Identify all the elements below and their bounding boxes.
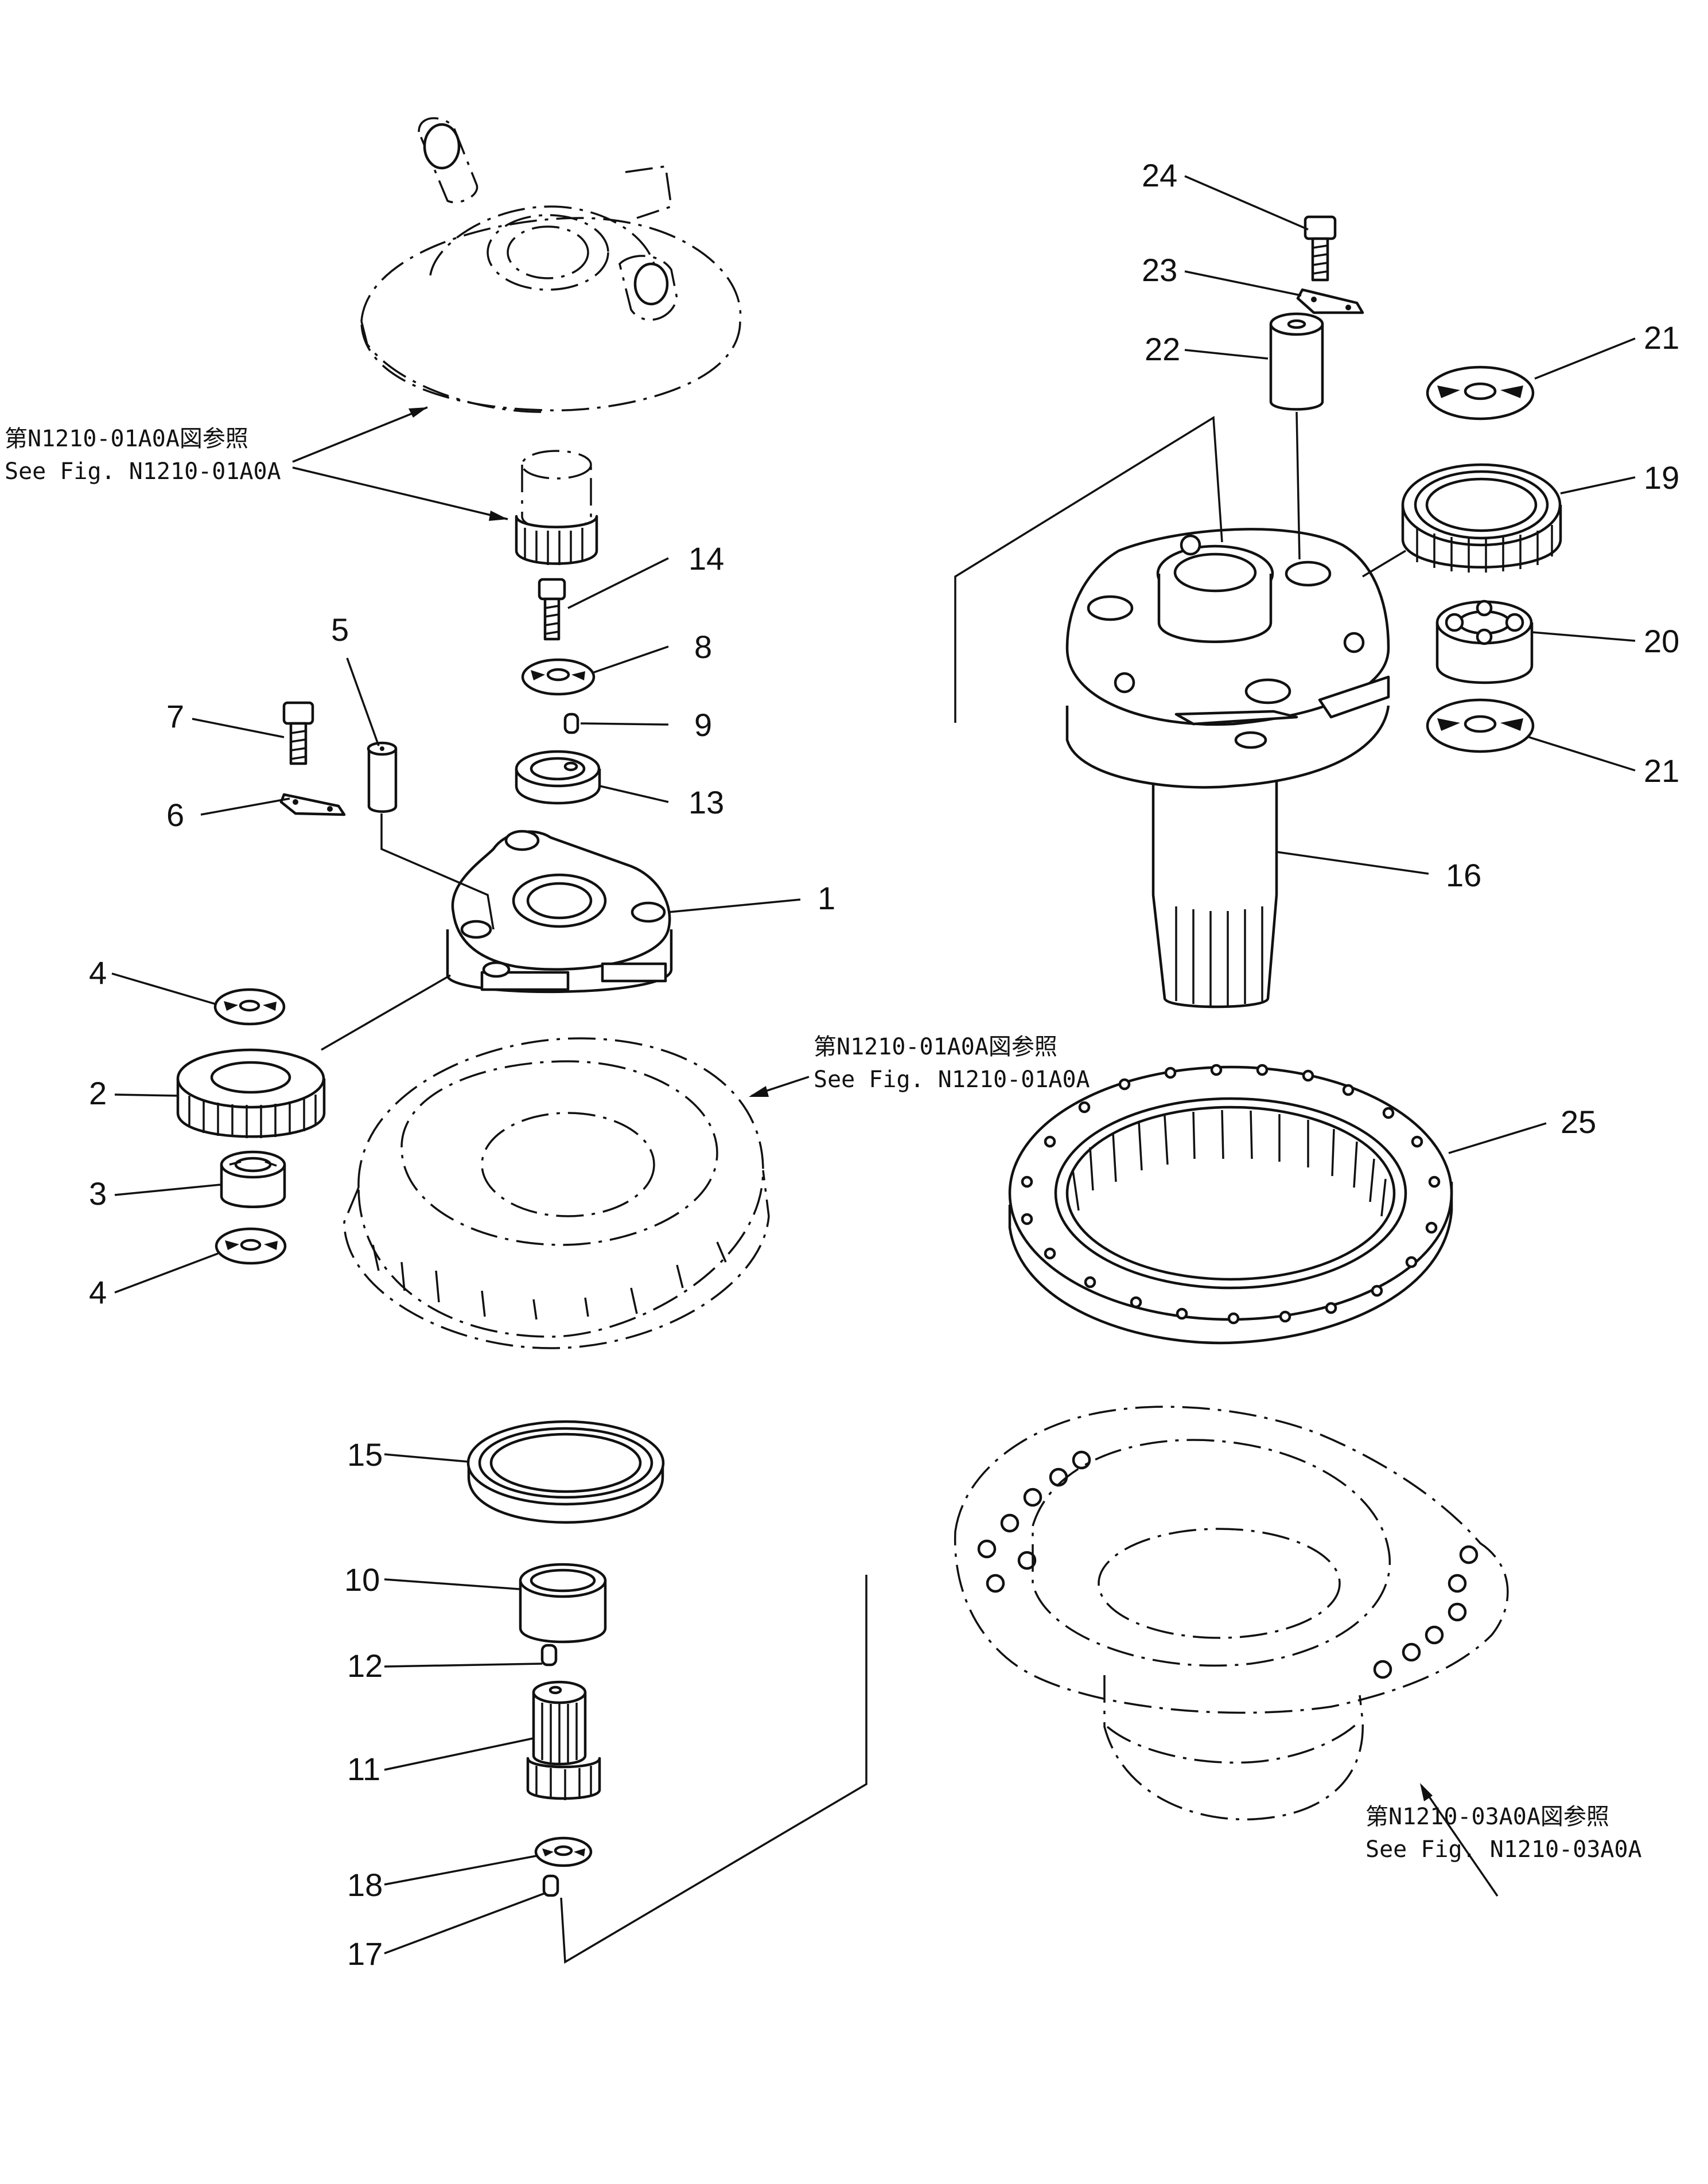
callout-8: 8 [694,629,712,665]
ball-bearing-15-part [466,1420,665,1524]
callout-22: 22 [1145,331,1180,367]
needle-bearing-3-part [220,1150,286,1208]
bolt-24-part [1304,215,1337,282]
callout-16: 16 [1446,857,1481,893]
ring-13-part [515,750,601,805]
callout-19: 19 [1644,460,1679,496]
planet-carrier-1-part [446,830,673,994]
callout-labels: 1 2 3 4 4 5 6 7 8 9 10 11 12 13 14 15 16… [89,157,1679,1972]
reference-en: See Fig. N1210-01A0A [5,458,281,485]
callout-4-upper: 4 [89,955,107,991]
callout-23: 23 [1142,252,1177,288]
pin-12-part [540,1644,558,1667]
sleeve-10-part [519,1563,607,1644]
lock-plate-6-part [279,793,346,816]
sun-gear-11-part [526,1680,601,1800]
reference-en: See Fig. N1210-03A0A [1365,1836,1642,1863]
callout-11: 11 [347,1751,380,1787]
ring-gear-housing-part [343,1037,770,1349]
bolt-14-part [538,578,566,641]
planet-carrier-16-part [1065,528,1390,1009]
callout-5: 5 [331,612,349,648]
callout-12: 12 [347,1648,383,1684]
leader-lines [111,175,1636,1964]
pin-9-part [563,713,579,734]
thrust-washer-8-part [521,658,596,696]
callout-21-upper: 21 [1644,320,1679,356]
bolt-7-part [282,701,314,765]
planet-gear-2-part [176,1048,326,1138]
callout-14: 14 [688,540,724,577]
shaft-5-part [367,741,398,813]
reference-jp: 第N1210-03A0A図参照 [1365,1804,1609,1830]
reference-jp: 第N1210-01A0A図参照 [814,1034,1057,1060]
callout-2: 2 [89,1075,107,1111]
ring-gear-25-part [1008,1064,1453,1345]
callout-13: 13 [688,784,724,820]
reference-note-middle: 第N1210-01A0A図参照 See Fig. N1210-01A0A [814,1034,1090,1093]
callout-21-lower: 21 [1644,753,1679,789]
pin-17-part [542,1874,559,1897]
callout-25: 25 [1561,1104,1596,1140]
thrust-washer-21-lower-part [1426,698,1535,753]
reference-en: See Fig. N1210-01A0A [814,1066,1090,1093]
callout-3: 3 [89,1175,107,1212]
shaft-22-part [1269,312,1324,411]
callout-15: 15 [347,1436,383,1473]
lower-housing-part [954,1406,1509,1821]
callout-4-lower: 4 [89,1274,107,1310]
thrust-washer-21-upper-part [1426,365,1535,421]
callout-18: 18 [347,1867,383,1903]
needle-bearing-20-part [1435,599,1534,684]
callout-1: 1 [818,880,835,916]
callout-7: 7 [166,698,184,734]
callout-24: 24 [1142,157,1177,193]
reference-jp: 第N1210-01A0A図参照 [5,426,248,452]
thrust-washer-4-lower-part [215,1227,287,1265]
callout-17: 17 [347,1936,383,1972]
lock-plate-23-part [1296,288,1364,314]
planet-gear-19-part [1401,463,1562,573]
reference-note-lower-right: 第N1210-03A0A図参照 See Fig. N1210-03A0A [1365,1804,1642,1863]
reference-note-upper-left: 第N1210-01A0A図参照 See Fig. N1210-01A0A [5,426,281,485]
callout-6: 6 [166,797,184,833]
callout-10: 10 [344,1562,380,1598]
upper-housing-cover-part [360,117,742,413]
callout-9: 9 [694,707,712,743]
upper-pinion-gear-part [515,450,598,565]
thrust-washer-4-upper-part [213,988,286,1026]
washer-18-part [534,1836,593,1867]
callout-20: 20 [1644,623,1679,659]
